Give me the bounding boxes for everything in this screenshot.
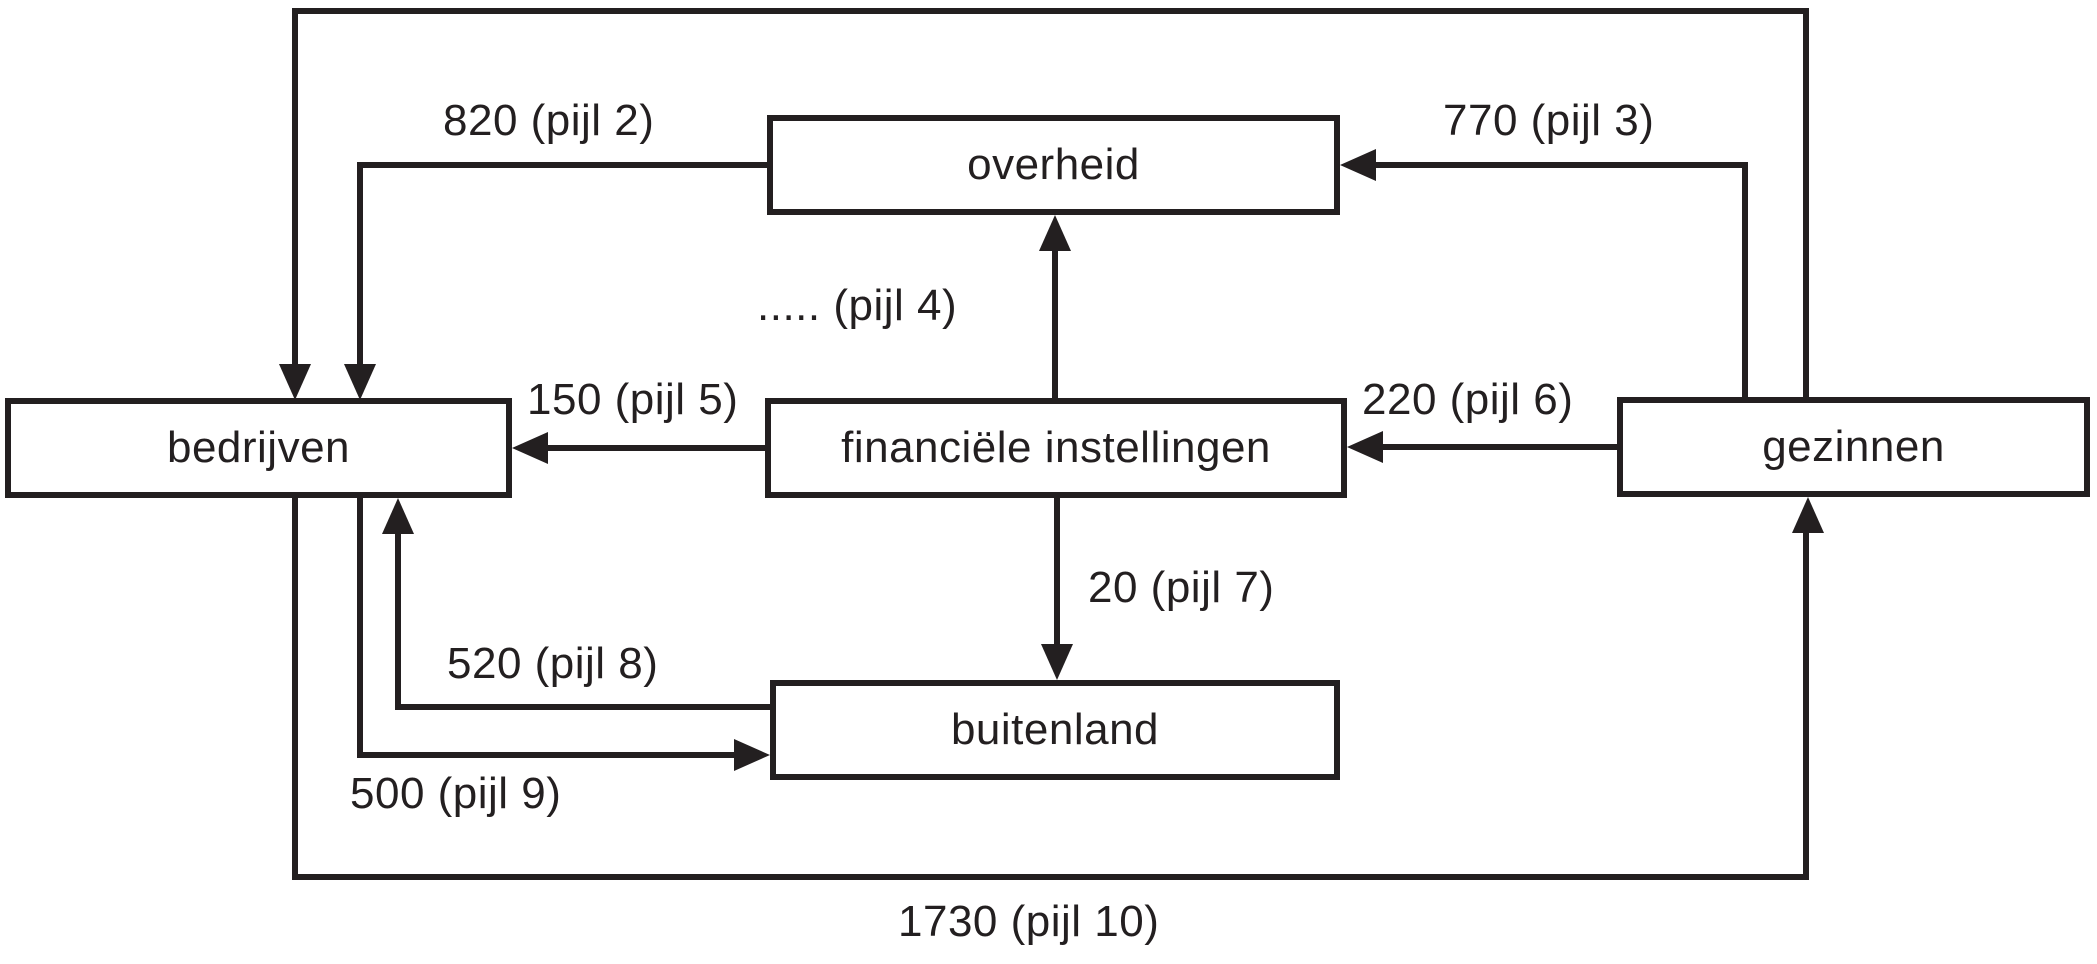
pijl10-label: 1730 (pijl 10) [898,897,1160,946]
node-buitenland-label: buitenland [950,705,1160,754]
node-financiele-instellingen: financiële instellingen [765,398,1347,498]
pijl2-line-vertical [357,162,363,364]
pijl3-line-vertical [1742,162,1748,397]
pijl9-line-vertical [357,497,363,758]
pijl10-line-bottom [292,874,1809,880]
pijl5-label: 150 (pijl 5) [527,375,739,424]
pijl3-arrowhead-icon [1340,149,1376,181]
node-gezinnen: gezinnen [1617,397,2090,497]
pijl1-line-top [292,8,1809,14]
pijl9-arrowhead-icon [734,739,770,771]
node-financiele-instellingen-label: financiële instellingen [841,423,1271,472]
node-overheid-label: overheid [967,140,1140,189]
pijl1-line-left [292,8,298,364]
pijl7-label: 20 (pijl 7) [1088,563,1275,612]
pijl4-line-vertical [1052,251,1058,398]
pijl1-line-right [1803,8,1809,397]
pijl8-label: 520 (pijl 8) [447,639,659,688]
node-bedrijven-label: bedrijven [166,423,351,472]
pijl8-line-horizontal [395,704,770,710]
pijl4-label: ..... (pijl 4) [757,281,958,330]
pijl3-line-horizontal [1376,162,1748,168]
pijl9-line-horizontal [357,752,734,758]
pijl7-line-vertical [1054,497,1060,644]
node-overheid: overheid [767,115,1340,215]
pijl5-line-horizontal [548,445,765,451]
pijl2-arrowhead-icon [344,364,376,400]
pijl8-line-vertical [395,534,401,710]
node-bedrijven: bedrijven [5,398,512,498]
pijl6-arrowhead-icon [1347,431,1383,463]
pijl10-line-right [1803,533,1809,880]
node-gezinnen-label: gezinnen [1762,422,1945,471]
pijl2-line-horizontal [357,162,767,168]
pijl7-arrowhead-icon [1041,644,1073,680]
pijl9-label: 500 (pijl 9) [350,769,562,818]
pijl10-line-left [292,497,298,880]
pijl6-line-horizontal [1383,444,1617,450]
node-buitenland: buitenland [770,680,1340,780]
pijl4-arrowhead-icon [1039,215,1071,251]
pijl2-label: 820 (pijl 2) [443,96,655,145]
pijl10-arrowhead-icon [1792,497,1824,533]
pijl6-label: 220 (pijl 6) [1362,375,1574,424]
pijl3-label: 770 (pijl 3) [1443,96,1655,145]
pijl1-arrowhead-icon [279,364,311,400]
pijl5-arrowhead-icon [512,432,548,464]
pijl8-arrowhead-icon [382,498,414,534]
